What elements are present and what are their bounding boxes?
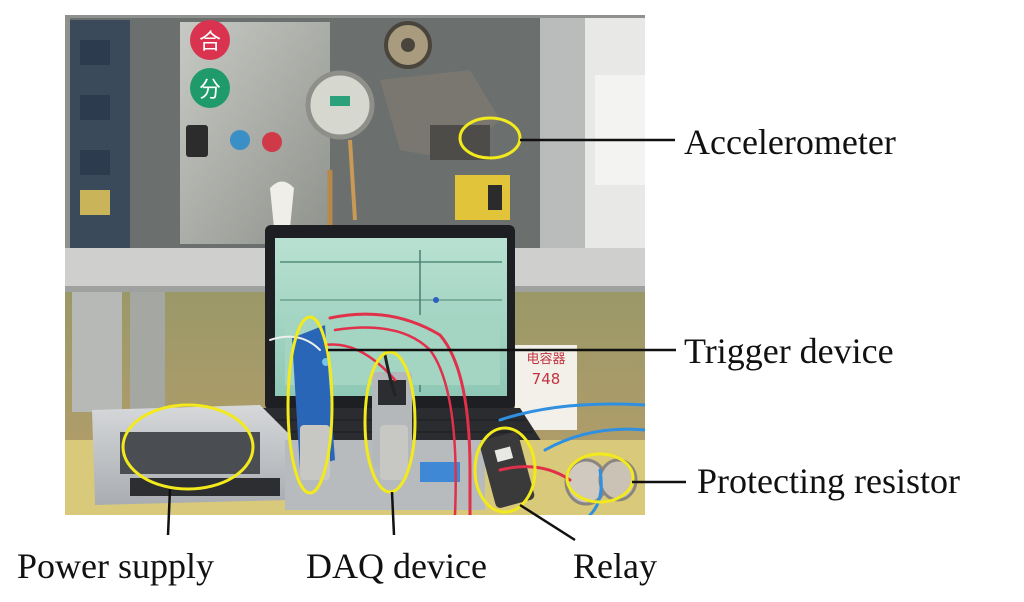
label-accelerometer: Accelerometer xyxy=(684,122,896,162)
open-mark-circle xyxy=(190,68,230,108)
open-mark: 分 xyxy=(199,78,221,103)
capacitor-tag xyxy=(515,345,577,430)
trigger-device-highlight xyxy=(286,315,334,495)
leader-lines xyxy=(166,138,686,542)
highlight-ellipses xyxy=(121,116,635,514)
power-supply-highlight xyxy=(121,403,255,491)
daq-device-leader xyxy=(390,491,396,536)
protecting-resistor-highlight xyxy=(565,452,635,504)
power-supply-leader xyxy=(166,488,172,536)
label-daq-device: DAQ device xyxy=(306,546,487,586)
relay-highlight xyxy=(473,426,537,514)
label-protecting-resistor: Protecting resistor xyxy=(697,461,960,501)
photo-content: 合 分 xyxy=(65,15,645,515)
label-power-supply: Power supply xyxy=(17,546,214,586)
label-trigger-device: Trigger device xyxy=(684,331,894,371)
close-mark: 合 xyxy=(199,30,221,55)
relay-leader xyxy=(519,503,576,542)
label-relay: Relay xyxy=(573,546,657,586)
capacitor-tag-text: 电容器 xyxy=(526,351,565,367)
close-mark-circle xyxy=(190,20,230,60)
relay-body xyxy=(479,432,535,508)
accelerometer-highlight xyxy=(458,116,522,160)
daq-device-highlight xyxy=(363,350,417,494)
capacitor-tag-number: 748 xyxy=(532,370,561,388)
